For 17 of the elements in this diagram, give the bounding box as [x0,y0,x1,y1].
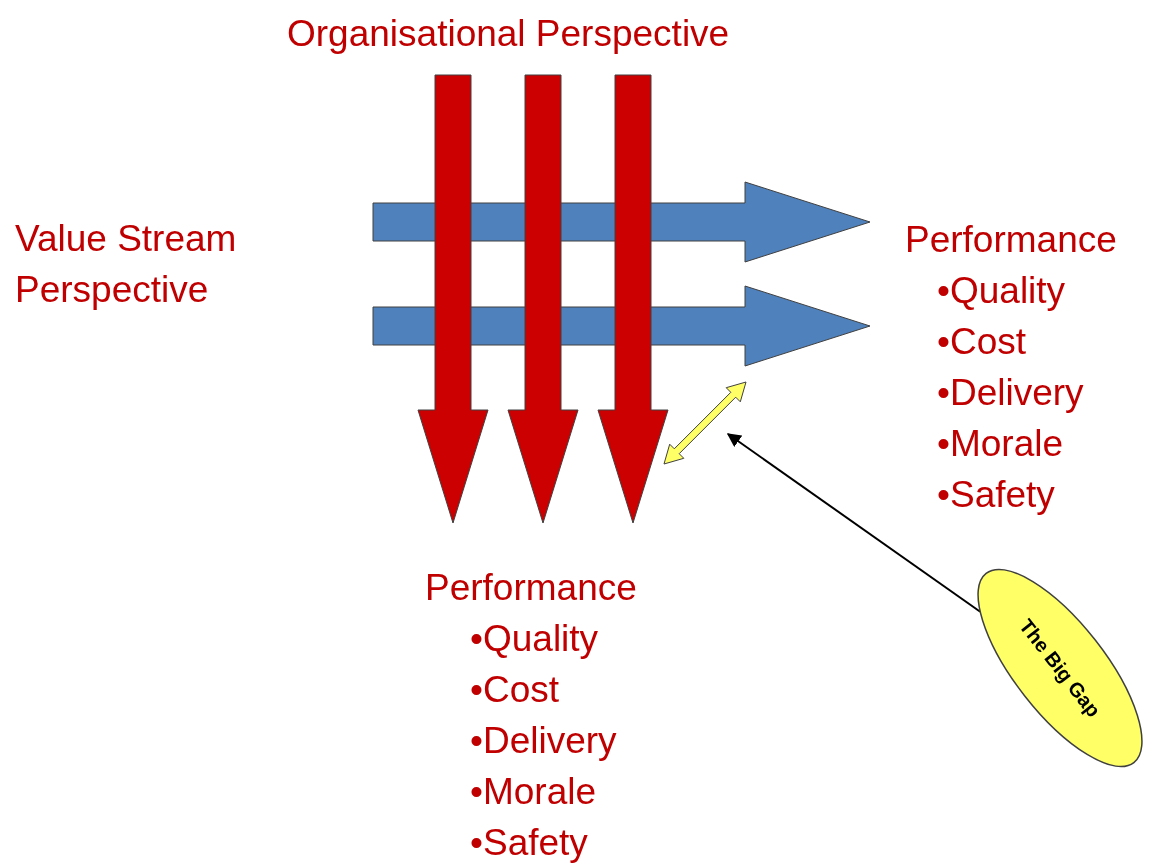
block-arrow [417,74,489,524]
list-item: •Morale [936,422,1065,466]
list-item: •Quality [936,269,1067,313]
list-item: •Morale [469,770,598,814]
list-item: •Safety [936,473,1056,517]
block-arrow [597,74,669,524]
list-item: •Cost [469,668,561,712]
list-item: •Cost [936,320,1028,364]
heading: Performance [425,566,638,610]
list-item: •Delivery [469,719,618,763]
label: Value Stream Perspective [15,217,238,312]
block-arrow [507,74,579,524]
list-item: •Delivery [936,371,1085,415]
list-item: •Safety [469,821,589,863]
heading: Organisational Perspective [287,12,731,56]
list-item: •Quality [469,617,600,661]
heading: Performance [905,218,1118,262]
